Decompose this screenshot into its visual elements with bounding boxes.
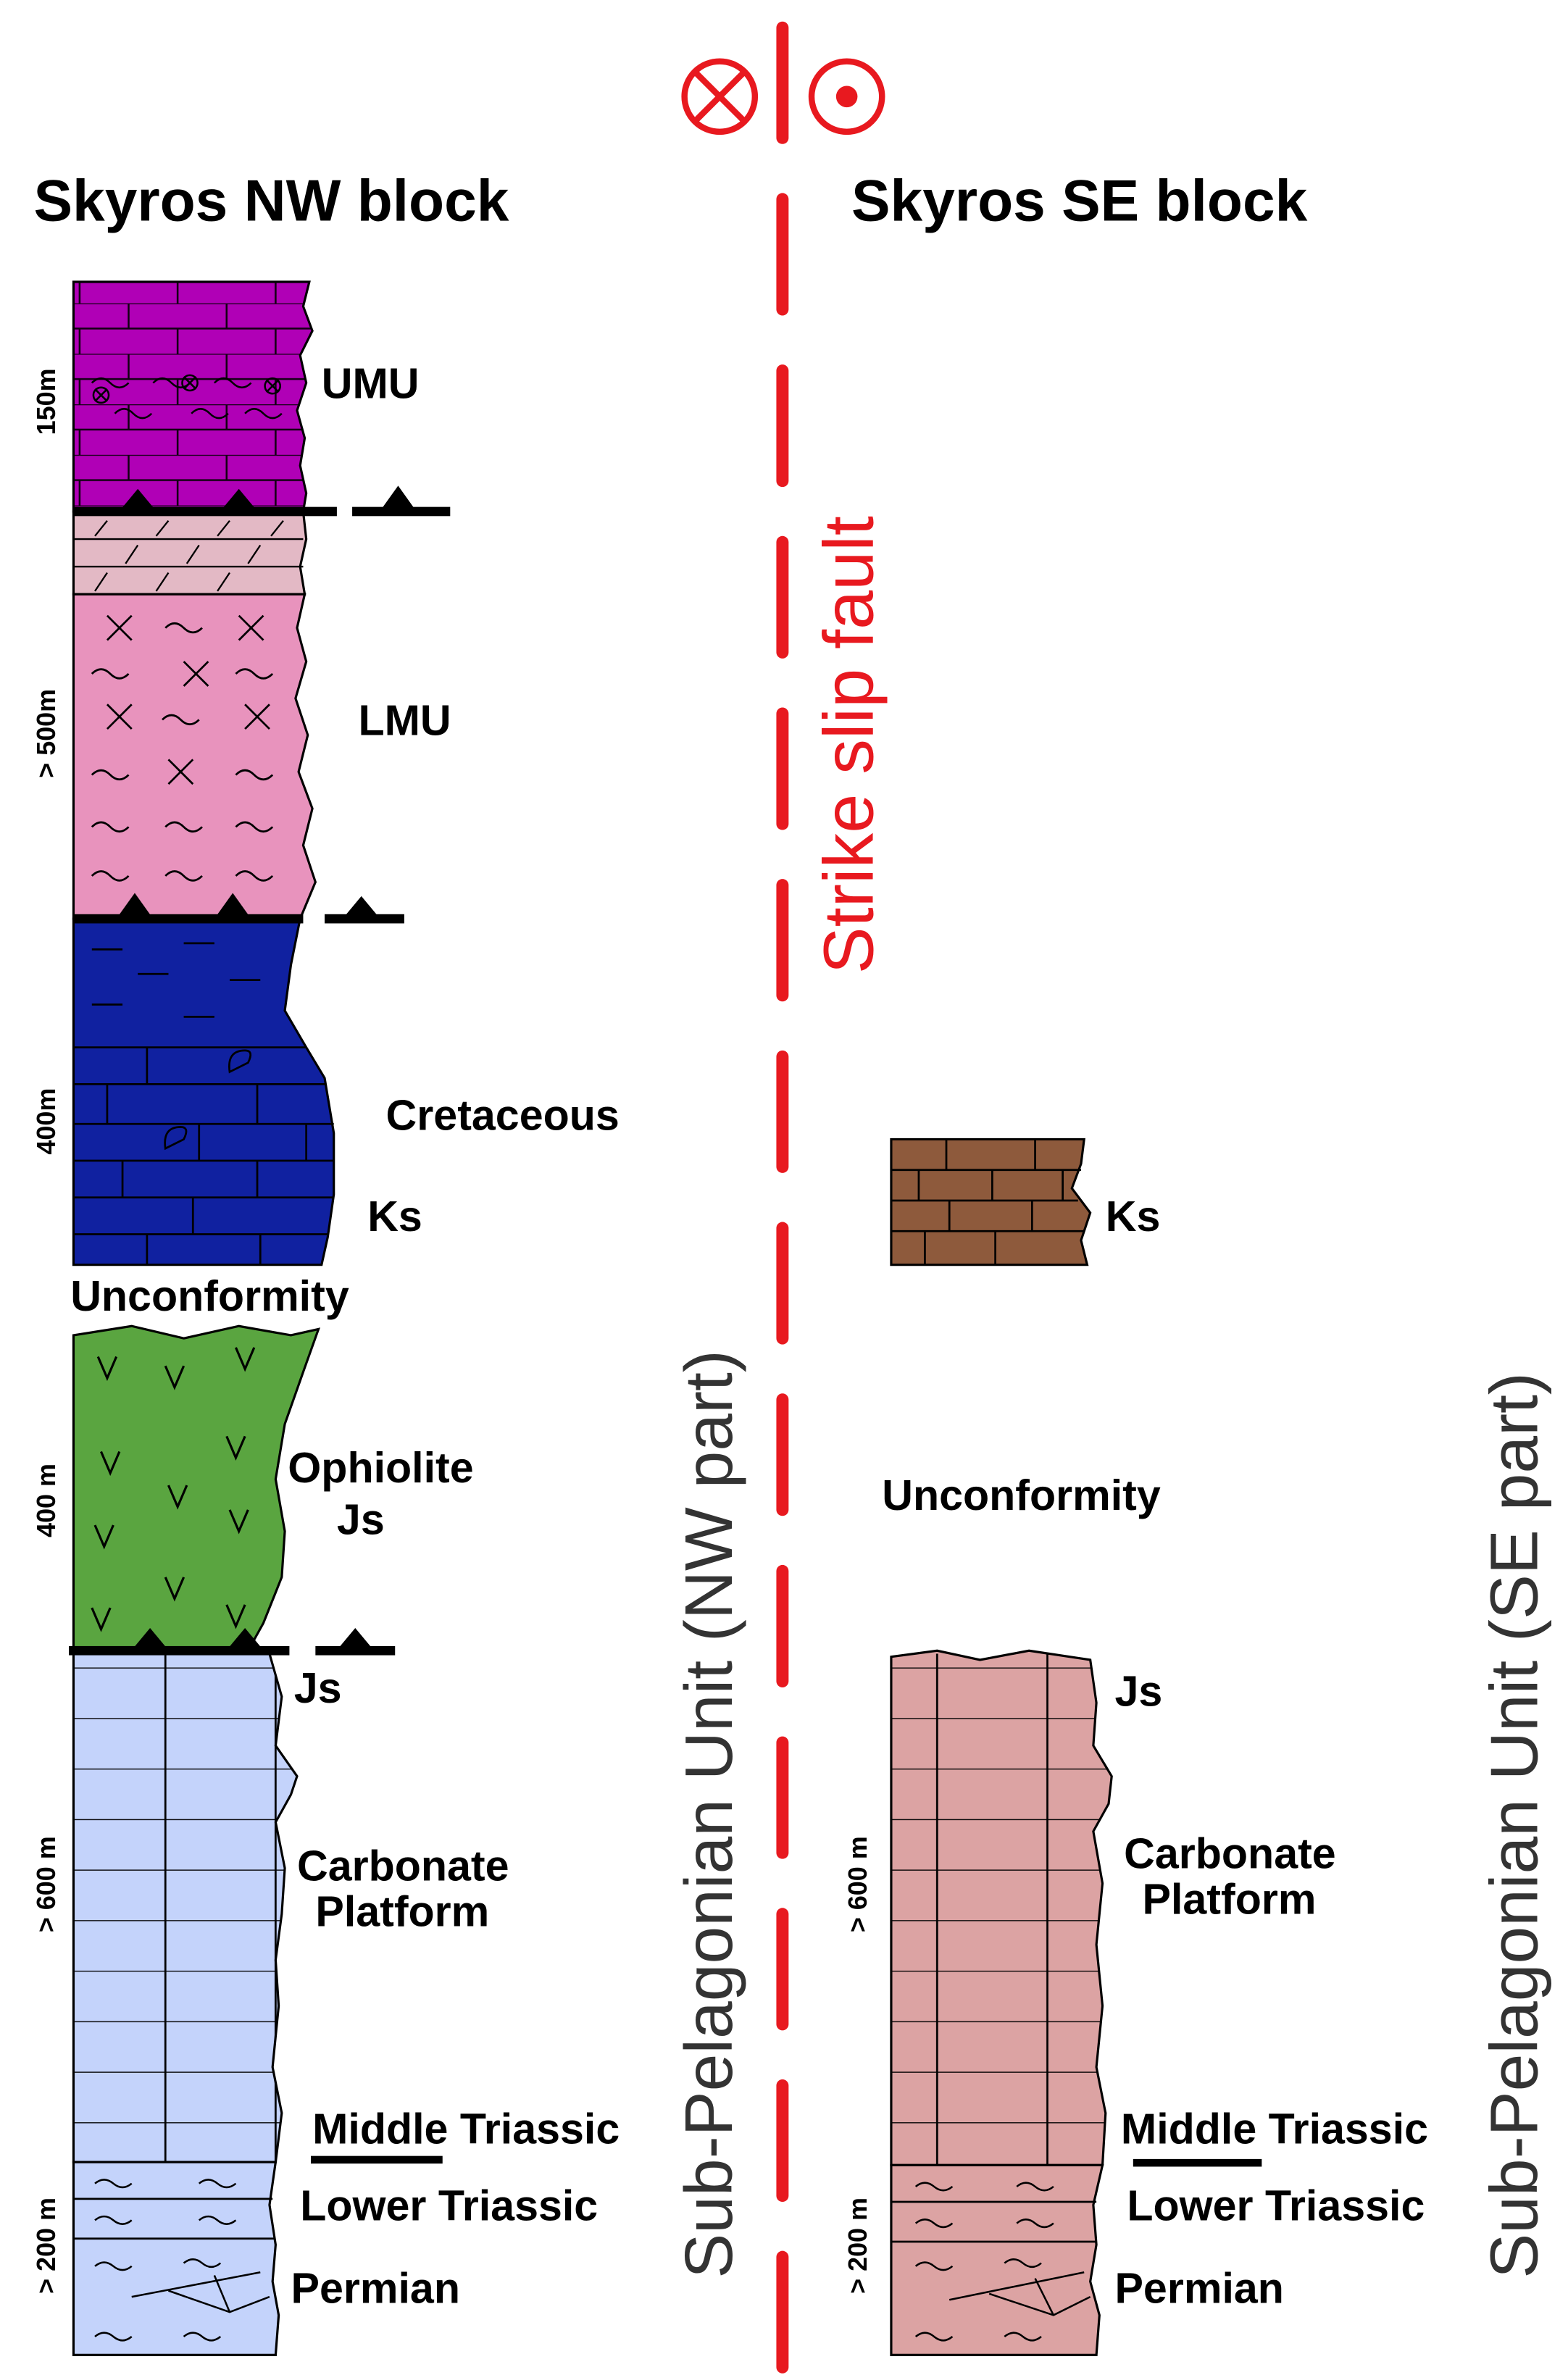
se-label-middle-triassic: Middle Triassic (1121, 2105, 1428, 2153)
nw-thickness-umu: 150m (31, 368, 61, 435)
nw-umu-layer (72, 280, 314, 513)
se-thickness-carbonate: > 600 m (843, 1836, 872, 1932)
nw-lower-triassic-permian-layer (72, 2161, 280, 2356)
nw-thickness-lower: > 200 m (31, 2197, 61, 2294)
nw-label-middle-triassic: Middle Triassic (312, 2105, 620, 2153)
nw-label-lower-triassic: Lower Triassic (300, 2181, 598, 2229)
nw-block-title: Skyros NW block (33, 168, 509, 233)
nw-lmu-layer (72, 593, 317, 920)
fault-label: Strike slip fault (809, 516, 888, 974)
nw-label-ophiolite-js: Js (337, 1495, 385, 1544)
se-label-js: Js (1114, 1666, 1162, 1715)
nw-label-lmu: LMU (359, 696, 451, 745)
se-label-permian: Permian (1114, 2264, 1283, 2313)
nw-unit-label: Sub-Pelagonian Unit (NW part) (671, 1350, 746, 2278)
se-carbonate-platform-layer (890, 1649, 1113, 2166)
nw-label-umu: UMU (322, 359, 420, 408)
circle-cross-icon (681, 58, 759, 135)
se-unit-label: Sub-Pelagonian Unit (SE part) (1477, 1372, 1552, 2279)
se-block-title: Skyros SE block (851, 168, 1308, 233)
se-label-carbonate-2: Platform (1143, 1875, 1317, 1924)
nw-umu-base-layer (72, 510, 308, 596)
nw-label-permian: Permian (291, 2264, 460, 2313)
se-label-unconformity: Unconformity (882, 1471, 1161, 1519)
nw-label-js: Js (294, 1664, 342, 1712)
nw-label-carbonate-2: Platform (315, 1887, 489, 1936)
nw-thickness-ophiolite: 400 m (31, 1464, 61, 1537)
se-thickness-lower: > 200 m (843, 2197, 872, 2294)
nw-label-carbonate-1: Carbonate (297, 1841, 509, 1890)
nw-cretaceous-layer (72, 917, 335, 1266)
circle-dot-icon (808, 58, 885, 135)
nw-label-ks: Ks (367, 1192, 422, 1240)
nw-carbonate-platform-layer (72, 1652, 299, 2163)
nw-thrust-contacts (69, 485, 451, 1656)
nw-ophiolite-layer (72, 1324, 321, 1652)
nw-middle-triassic-boundary (310, 2155, 443, 2164)
nw-thickness-cretaceous: 400m (31, 1088, 61, 1155)
se-label-carbonate-1: Carbonate (1124, 1829, 1336, 1877)
nw-label-cretaceous: Cretaceous (386, 1091, 620, 1140)
se-middle-triassic-boundary (1133, 2158, 1262, 2167)
nw-thickness-carbonate: > 600 m (31, 1836, 61, 1932)
nw-label-ophiolite: Ophiolite (288, 1443, 473, 1492)
se-lower-triassic-permian-layer (890, 2163, 1104, 2356)
se-ks-layer (890, 1138, 1092, 1266)
nw-thickness-lmu: > 500m (31, 689, 61, 778)
se-label-ks: Ks (1106, 1192, 1161, 1240)
nw-label-unconformity: Unconformity (70, 1272, 349, 1320)
se-label-lower-triassic: Lower Triassic (1127, 2181, 1425, 2229)
